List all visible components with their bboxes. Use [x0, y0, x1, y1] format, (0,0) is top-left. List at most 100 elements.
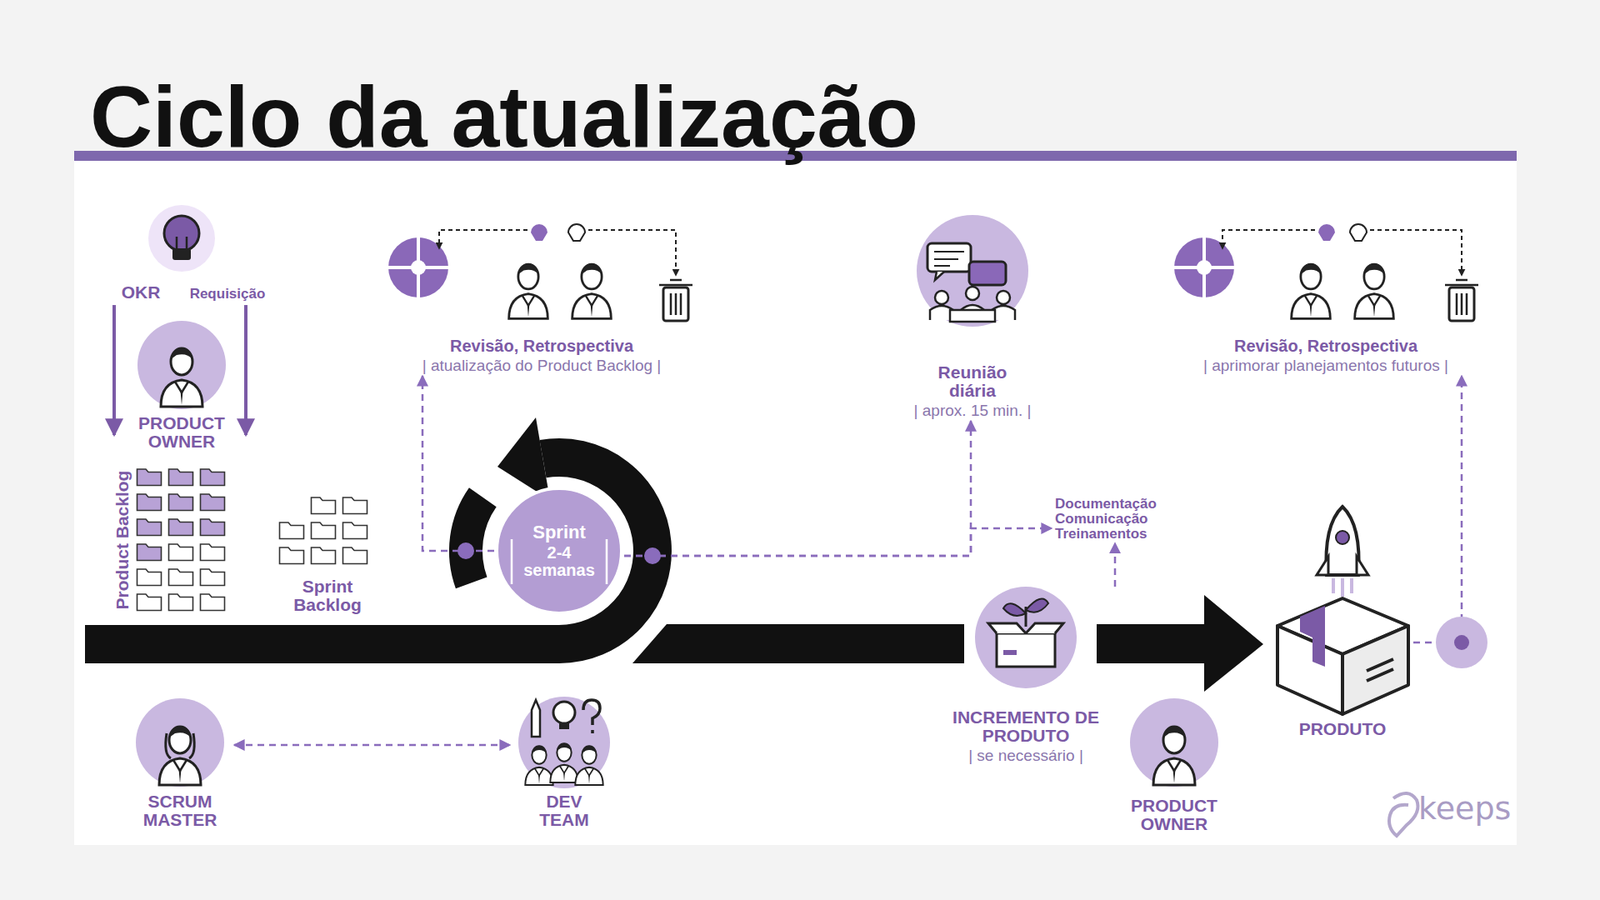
label-text: Product Backlog: [113, 470, 132, 610]
review-icons: [568, 224, 585, 241]
dashed-connector: [1413, 375, 1462, 643]
label-text: DEV TEAM: [522, 792, 606, 830]
folder-icon: [200, 519, 225, 536]
review-icons: [1174, 237, 1235, 298]
dashed-connector: [234, 744, 510, 747]
scrum-master-icon: [165, 733, 195, 759]
label-text: Sprint: [532, 522, 586, 542]
increment-icon: [1003, 650, 1017, 655]
label-text: 2-4 semanas: [520, 544, 598, 580]
review-icons: [530, 224, 548, 241]
node-label: Sprint Backlog: [277, 577, 378, 615]
folder-icon: [169, 544, 194, 561]
keeps-logo: [1389, 793, 1419, 836]
folder-icon: [311, 547, 336, 565]
folder-icon: [137, 544, 162, 561]
folder-icon: [311, 522, 336, 540]
increment-icon: [988, 623, 1064, 634]
node-label: Revisão, Retrospectiva| atualização do P…: [383, 337, 700, 375]
workflow-band: [1204, 595, 1264, 692]
node-label: Reunião diária| aprox. 15 min. |: [889, 363, 1056, 420]
node-label: Revisão, Retrospectiva| aprimorar planej…: [1150, 337, 1501, 375]
review-icons: [588, 230, 676, 275]
node-label: INCREMENTO DE PRODUTO | se necessário |: [934, 586, 1118, 765]
daily-meeting-icon: [935, 290, 949, 305]
node-label: DEV TEAM: [510, 696, 619, 830]
label-text: | aprimorar planejamentos futuros |: [1150, 357, 1501, 375]
folder-icon: [137, 569, 162, 586]
daily-meeting-icon: [916, 215, 1029, 327]
product-icon: [1333, 578, 1352, 597]
dashed-connector: [422, 375, 495, 551]
increment-icon: [975, 586, 1077, 689]
label-text: PRODUCT OWNER: [1127, 796, 1221, 834]
review-icons: [388, 237, 449, 298]
review-icons: [1174, 224, 1479, 321]
workflow-band: [465, 497, 483, 584]
review-icons: [659, 280, 693, 315]
dev-team-icon: [559, 722, 570, 730]
label-text: PRODUTO: [1271, 720, 1414, 739]
dot: [1435, 616, 1488, 669]
folder-icon: [311, 497, 336, 515]
increment-icon: [1003, 603, 1026, 616]
daily-meeting-icon: [935, 271, 945, 280]
review-icons: [1222, 230, 1315, 249]
review-icons: [1445, 280, 1479, 315]
daily-meeting-icon: [965, 286, 980, 300]
folder-icon: [137, 469, 162, 486]
review-icons: [572, 263, 612, 319]
review-icons: [1350, 224, 1367, 241]
label-text: Sprint Backlog: [277, 577, 378, 615]
scrum-master-icon: [135, 698, 225, 787]
label-text: INCREMENTO DE PRODUTO: [937, 708, 1115, 745]
label-text: PRODUCT OWNER: [131, 414, 232, 451]
dev-team-icon: [553, 701, 575, 724]
dashed-connector: [1114, 543, 1117, 587]
folder-icon: [343, 522, 368, 540]
product-icon: [1366, 659, 1394, 681]
daily-meeting-icon: [934, 251, 965, 266]
product-owner-icon: [1153, 725, 1195, 785]
review-icons: [410, 260, 426, 275]
daily-meeting-icon: [969, 261, 1006, 285]
review-icons: [388, 237, 449, 298]
dot: [1454, 635, 1470, 650]
product-owner-icon: [1130, 698, 1219, 787]
folder-icon: [200, 469, 225, 486]
dev-team-icon: [575, 745, 603, 785]
product-owner-icon: [137, 320, 226, 410]
folder-icon: [137, 519, 162, 536]
solid-arrow: [244, 305, 248, 435]
increment-icon: [1025, 599, 1049, 613]
dev-team-icon: [525, 745, 553, 785]
folder-icon: [169, 494, 194, 511]
folder-icon: [169, 469, 194, 486]
daily-meeting-icon: [950, 310, 995, 322]
okr-bulb: [176, 236, 187, 249]
workflow-band: [85, 457, 653, 645]
label-text: | aprox. 15 min. |: [889, 402, 1056, 420]
review-icons: [439, 230, 528, 249]
okr-bulb: [148, 205, 215, 272]
review-icons: [1355, 263, 1395, 319]
folder-icon: [169, 594, 194, 611]
okr-bulb: [164, 215, 200, 251]
dashed-connector: [624, 528, 1052, 556]
dev-team-icon: [583, 700, 600, 734]
folder-icon: [280, 547, 305, 565]
review-icons: [509, 263, 549, 319]
panel: [74, 160, 1517, 845]
node-label: OKRRequisição: [110, 283, 277, 302]
increment-icon: [996, 633, 1055, 667]
product-owner-icon: [1130, 698, 1219, 787]
label-text: | se necessário |: [934, 747, 1118, 765]
review-icons: [1370, 230, 1462, 275]
node-label: Documentação Comunicação Treinamentos: [1055, 496, 1180, 542]
product-icon: [1316, 556, 1369, 575]
folder-icon: [169, 519, 194, 536]
review-icons: [1291, 263, 1331, 319]
label-text: Requisição: [190, 286, 266, 302]
product-icon: [1277, 625, 1343, 715]
